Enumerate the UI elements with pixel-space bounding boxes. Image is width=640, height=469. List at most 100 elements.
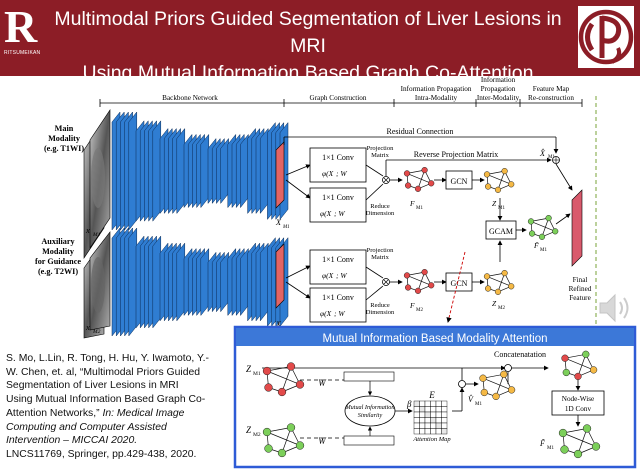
final-feature-map <box>571 189 583 267</box>
graph-node <box>560 445 569 454</box>
node-wise-2: 1D Conv <box>565 405 592 413</box>
beta-label: β <box>406 399 412 409</box>
attention-cell <box>419 411 426 418</box>
graph-node <box>492 392 500 401</box>
graph-node <box>421 268 428 276</box>
graph-node <box>501 269 508 277</box>
inset-f-tilde-sub: M1 <box>547 446 554 451</box>
graph-edge <box>417 169 425 189</box>
reverse-projection-label: Reverse Projection Matrix <box>414 150 498 159</box>
attention-cell <box>435 428 442 435</box>
attention-cell <box>424 400 431 407</box>
graph-node <box>574 372 582 381</box>
ref-line-5-italic: In: Medical Image <box>99 407 185 419</box>
f-tilde-label: F̃ <box>533 241 539 250</box>
graph-node <box>262 427 272 437</box>
main-modality-line1: Main <box>55 124 74 133</box>
z-m1-sub: M1 <box>498 206 505 211</box>
x-m1-feature-label: X <box>275 218 282 227</box>
graph-node <box>403 170 411 177</box>
aux-modality-line3: for Guidance <box>35 257 81 266</box>
graph-node <box>552 228 559 235</box>
graph-f-tilde <box>527 214 559 240</box>
graph-node <box>404 182 412 189</box>
ref-line-4: Using Mutual Information Based Graph Co- <box>6 394 206 406</box>
ref-line-7: Intervention – MICCAI 2020. <box>6 435 138 447</box>
backbone-layer <box>259 127 269 215</box>
graph-edge <box>281 366 292 393</box>
inset-graph-z-m1 <box>262 362 305 397</box>
stage-graph-construction: Graph Construction <box>310 94 367 102</box>
speaker-icon[interactable] <box>596 290 636 326</box>
graph-node <box>582 424 592 433</box>
graph-edge <box>486 276 512 287</box>
feature-map-x-m1 <box>275 141 285 209</box>
backbone-layer <box>200 133 210 209</box>
graph-edge <box>577 428 588 455</box>
graph-node <box>562 368 570 377</box>
graph-node <box>403 272 411 279</box>
main-mri-stack <box>83 109 111 259</box>
graph-edge <box>266 370 301 385</box>
stage-inter-2: Propagation <box>481 85 516 93</box>
ref-line-3: Segmentation of Liver Lesions in MRI <box>6 380 179 392</box>
attention-cell <box>413 400 420 407</box>
gcn-label-top: GCN <box>451 177 468 186</box>
phi-label-bot-2: φ(X <box>320 309 332 318</box>
v-m1-sub: M1 <box>475 402 482 407</box>
ritsumeikan-logo: R RITSUMEIKAN <box>4 4 40 62</box>
conv-box-top-1 <box>309 147 367 183</box>
projection-2-bot: Matrix <box>371 254 389 261</box>
mi-similarity-node <box>344 395 396 427</box>
attention-cell <box>435 406 442 413</box>
graph-node <box>262 366 272 376</box>
graph-edge <box>497 272 505 292</box>
graph-node <box>428 180 435 187</box>
attention-cell <box>435 417 442 424</box>
projection-1-top: Projection <box>367 145 394 152</box>
z-m1-label: Z <box>492 199 497 208</box>
stage-feature-2: Re-construction <box>528 94 574 102</box>
backbone-layer <box>220 251 229 313</box>
x-hat-label: X̂ <box>539 148 546 158</box>
v-m1-label: V̂ <box>468 394 474 404</box>
attention-cell <box>424 411 431 418</box>
citation-reference: S. Mo, L.Lin, R. Tong, H. Hu, Y. Iwamoto… <box>6 352 232 462</box>
graph-node <box>264 383 273 392</box>
x-m2-feature-label: X <box>275 320 282 329</box>
x-m1-symbol: x <box>85 225 90 235</box>
z-m2-sub: M2 <box>498 306 505 311</box>
concatenation-label: Concatenatation <box>494 350 546 359</box>
final-feature-label: Final Refined Feature <box>569 276 592 302</box>
attention-cell <box>430 411 437 418</box>
x-m1-sub: M1 <box>92 232 101 238</box>
ref-line-2: W. Chen, et. al, “Multimodal Priors Guid… <box>6 366 201 378</box>
backbone-layer <box>176 127 186 215</box>
title-line-2: Using Mutual Information Based Graph Co-… <box>82 62 534 111</box>
graph-node <box>264 444 273 453</box>
architecture-figure: Backbone Network Graph Construction Info… <box>35 76 637 469</box>
graph-node <box>582 350 590 358</box>
graph-node <box>545 214 552 222</box>
f-tilde-sub: M1 <box>540 248 547 253</box>
backbone-layer <box>152 120 162 222</box>
f-m1-label: F <box>409 199 415 208</box>
inset-graph-v-m1 <box>479 370 516 401</box>
phi-tail-top-1: ; W <box>336 169 347 178</box>
f-m1-sub: M1 <box>416 206 423 211</box>
inset-w-top: W <box>318 378 327 388</box>
attention-cell <box>430 417 437 424</box>
feature-map-x-m2 <box>275 243 285 309</box>
ref-line-6: Computing and Computer Assisted <box>6 421 167 433</box>
stage-intra-1: Information Propagation <box>401 85 472 93</box>
attention-cell <box>424 417 431 424</box>
title-line-1: Multimodal Priors Guided Segmentation of… <box>54 8 562 57</box>
inset-graph-concat <box>561 350 598 381</box>
graph-edge <box>266 431 301 446</box>
graph-node <box>414 185 422 192</box>
backbone-layer <box>128 111 138 231</box>
backbone-layer <box>240 133 249 209</box>
conv-label-bot-1: 1×1 Conv <box>322 255 354 264</box>
attention-cell <box>419 422 426 429</box>
inset-f-tilde: F̃ <box>539 439 545 448</box>
